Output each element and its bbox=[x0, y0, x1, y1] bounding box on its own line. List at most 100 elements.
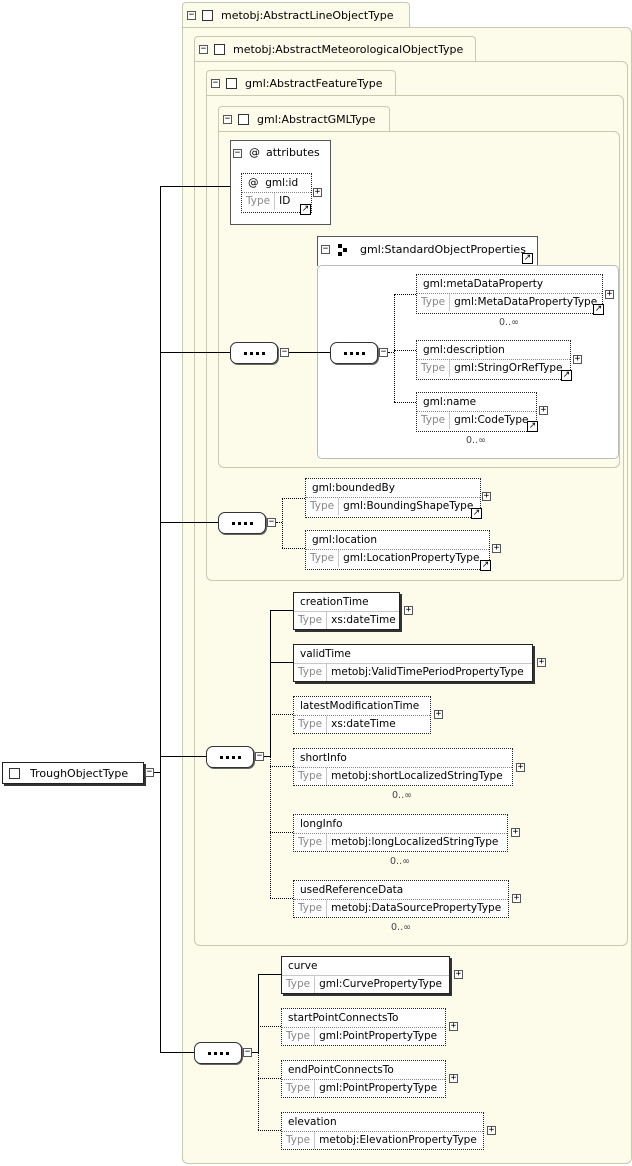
collapse-icon[interactable]: − bbox=[211, 78, 220, 88]
collapse-icon[interactable]: − bbox=[379, 347, 388, 357]
expand-icon[interactable]: + bbox=[313, 187, 322, 197]
connector bbox=[394, 402, 416, 403]
cardinality: 0..∞ bbox=[499, 317, 519, 328]
type-icon bbox=[214, 44, 225, 55]
collapse-icon[interactable]: − bbox=[321, 244, 330, 254]
collapse-icon[interactable]: − bbox=[199, 44, 208, 54]
connector bbox=[258, 974, 259, 1052]
link-arrow-icon[interactable]: ↗ bbox=[480, 560, 491, 571]
type-label: Type bbox=[282, 976, 316, 993]
expand-icon[interactable]: + bbox=[404, 605, 413, 615]
root-element[interactable]: TroughObjectType bbox=[2, 762, 144, 784]
sequence-compositor[interactable] bbox=[206, 746, 254, 768]
expand-icon[interactable]: + bbox=[487, 1125, 496, 1135]
type-label: Type bbox=[282, 1080, 316, 1097]
element-type: metobj:longLocalizedStringType bbox=[331, 836, 499, 848]
expand-icon[interactable]: + bbox=[482, 491, 491, 501]
element-name: gml:boundedBy bbox=[306, 479, 480, 498]
link-arrow-icon[interactable]: ↗ bbox=[593, 304, 604, 315]
connector bbox=[160, 186, 161, 1052]
expand-icon[interactable]: + bbox=[449, 1073, 458, 1083]
element-name: validTime bbox=[294, 645, 532, 664]
connector bbox=[160, 1052, 194, 1053]
expand-icon[interactable]: + bbox=[539, 405, 548, 415]
element-type: gml:StringOrRefType bbox=[454, 362, 563, 374]
type-label: Type bbox=[294, 900, 328, 917]
type-icon bbox=[202, 10, 213, 21]
element-name: creationTime bbox=[294, 593, 399, 612]
element-type: metobj:shortLocalizedStringType bbox=[331, 770, 503, 782]
link-arrow-icon[interactable]: ↗ bbox=[300, 204, 311, 215]
collapse-icon[interactable]: − bbox=[145, 767, 154, 777]
group-header bbox=[317, 236, 538, 266]
connector bbox=[252, 1052, 258, 1053]
collapse-icon[interactable]: − bbox=[187, 10, 196, 20]
expand-icon[interactable]: + bbox=[512, 893, 521, 903]
type-label: Type bbox=[294, 612, 328, 629]
collapse-icon[interactable]: − bbox=[233, 148, 242, 158]
connector bbox=[160, 756, 206, 757]
type-label: Type bbox=[294, 716, 328, 733]
link-arrow-icon[interactable]: ↗ bbox=[471, 508, 482, 519]
connector bbox=[394, 294, 395, 402]
expand-icon[interactable]: + bbox=[573, 354, 582, 364]
element-name: usedReferenceData bbox=[294, 881, 508, 900]
sequence-compositor[interactable] bbox=[230, 342, 278, 364]
attributes-label: attributes bbox=[266, 146, 320, 159]
gml-type-title: gml:AbstractGMLType bbox=[257, 113, 376, 126]
connector bbox=[394, 350, 416, 351]
type-label: Type bbox=[417, 360, 451, 377]
connector bbox=[258, 974, 281, 975]
expand-icon[interactable]: + bbox=[492, 543, 501, 553]
sequence-compositor[interactable] bbox=[194, 1042, 242, 1064]
element-name: curve bbox=[282, 957, 449, 976]
expand-icon[interactable]: + bbox=[516, 762, 525, 772]
element-type: gml:LocationPropertyType bbox=[343, 552, 480, 564]
link-arrow-icon[interactable]: ↗ bbox=[561, 370, 572, 381]
met-object-type-title: metobj:AbstractMeteorologicalObjectType bbox=[233, 43, 464, 56]
collapse-icon[interactable]: − bbox=[280, 347, 289, 357]
collapse-icon[interactable]: − bbox=[223, 114, 232, 124]
element-type: gml:PointPropertyType bbox=[319, 1082, 438, 1094]
collapse-icon[interactable]: − bbox=[255, 751, 264, 761]
cardinality: 0..∞ bbox=[466, 435, 486, 446]
collapse-icon[interactable]: − bbox=[243, 1047, 252, 1057]
element-type: xs:dateTime bbox=[331, 614, 396, 626]
expand-icon[interactable]: + bbox=[511, 827, 520, 837]
expand-icon[interactable]: + bbox=[605, 289, 614, 299]
expand-icon[interactable]: + bbox=[454, 969, 463, 979]
connector bbox=[282, 498, 283, 548]
element-type: metobj:ElevationPropertyType bbox=[319, 1134, 477, 1146]
gml-type-tab: − gml:AbstractGMLType bbox=[218, 106, 390, 132]
element-name: longInfo bbox=[294, 815, 507, 834]
expand-icon[interactable]: + bbox=[449, 1021, 458, 1031]
group-title: gml:StandardObjectProperties bbox=[360, 243, 526, 256]
sequence-compositor[interactable] bbox=[330, 342, 378, 364]
link-arrow-icon[interactable]: ↗ bbox=[527, 421, 538, 432]
collapse-icon[interactable]: − bbox=[267, 517, 276, 527]
type-label: Type bbox=[294, 834, 328, 851]
sequence-compositor[interactable] bbox=[218, 512, 266, 534]
connector bbox=[270, 610, 293, 611]
connector bbox=[258, 1130, 281, 1131]
link-arrow-icon[interactable]: ↗ bbox=[522, 253, 533, 264]
expand-icon[interactable]: + bbox=[537, 657, 546, 667]
connector bbox=[160, 186, 230, 187]
expand-icon[interactable]: + bbox=[434, 709, 443, 719]
connector bbox=[160, 352, 230, 353]
